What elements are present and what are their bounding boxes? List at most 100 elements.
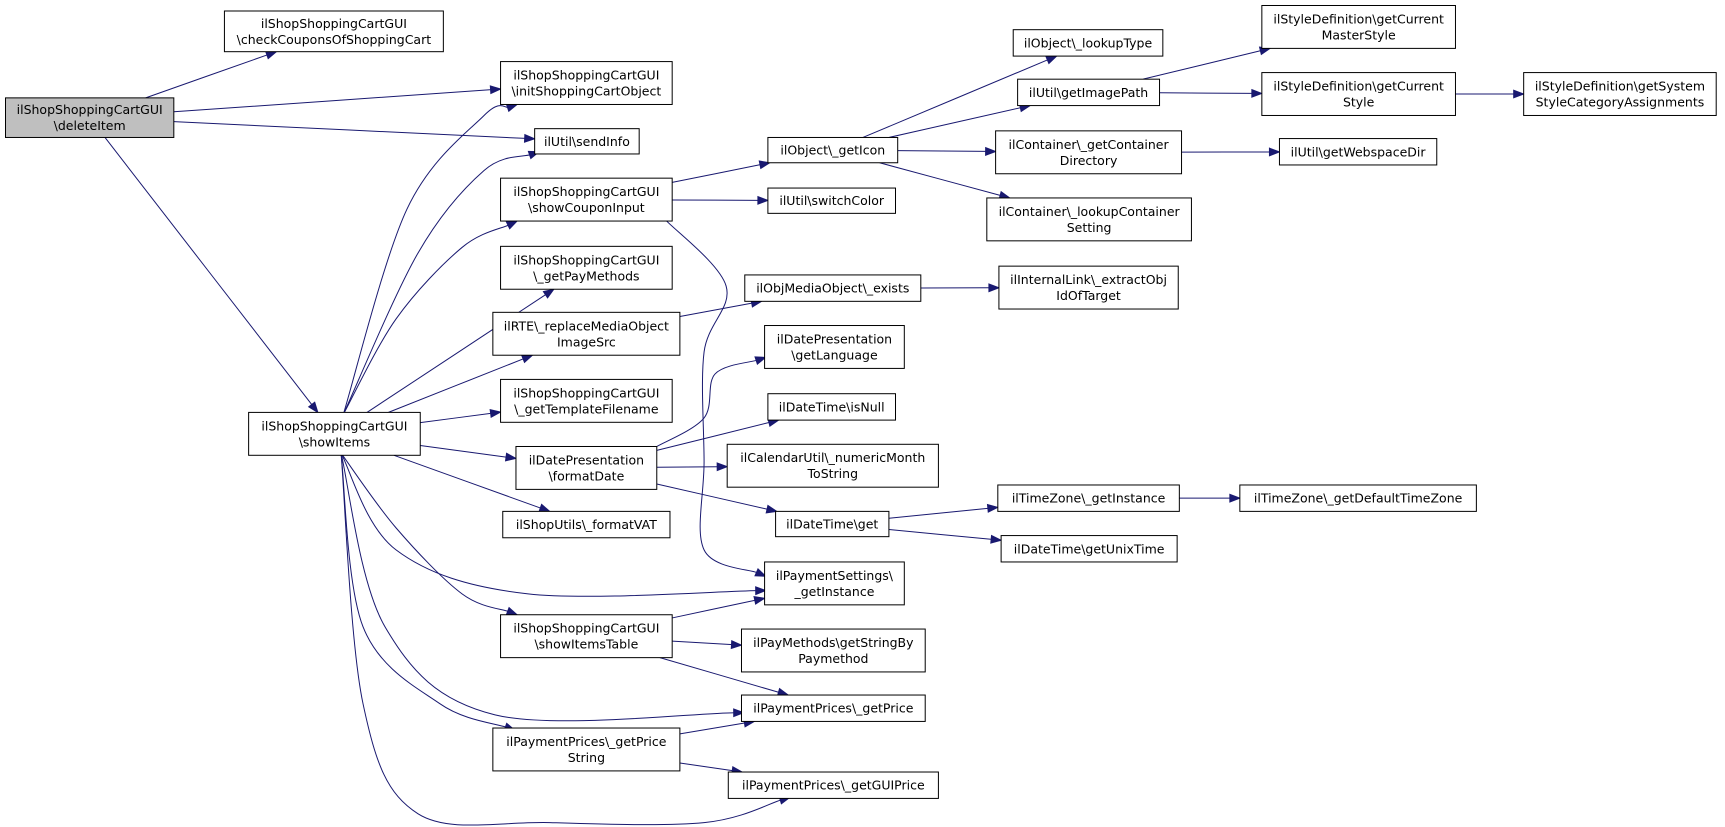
node-label-line: ilShopShoppingCartGUI xyxy=(513,184,659,199)
node-label-line: ilUtil\getImagePath xyxy=(1029,85,1148,100)
node-initCart[interactable]: ilShopShoppingCartGUI\initShoppingCartOb… xyxy=(500,61,673,105)
edge-line xyxy=(340,453,507,728)
node-box xyxy=(223,10,444,53)
edge-line xyxy=(656,421,771,451)
edge-line xyxy=(340,453,782,826)
node-box xyxy=(534,128,640,155)
node-defaultTZ[interactable]: ilTimeZone\_getDefaultTimeZone xyxy=(1239,484,1477,512)
node-box xyxy=(1012,29,1164,57)
edge-showItemsTable-to-getStringBy xyxy=(672,640,743,650)
node-getPayMethods[interactable]: ilShopShoppingCartGUI\_getPayMethods xyxy=(500,245,673,290)
arrowhead-icon xyxy=(1229,493,1242,503)
node-getImagePath[interactable]: ilUtil\getImagePath xyxy=(1017,78,1161,107)
arrowhead-icon xyxy=(1045,55,1058,65)
arrowhead-icon xyxy=(985,146,998,156)
node-isNull[interactable]: ilDateTime\isNull xyxy=(767,393,897,421)
edge-formatDate-to-dtGet xyxy=(656,483,779,514)
edge-currentStyle-to-styleCat xyxy=(1455,89,1526,99)
node-getPrice[interactable]: ilPaymentPrices\_getPrice xyxy=(740,694,926,722)
arrowhead-icon xyxy=(538,503,552,513)
node-styleCat[interactable]: ilStyleDefinition\getSystemStyleCategory… xyxy=(1523,72,1717,116)
node-showItems[interactable]: ilShopShoppingCartGUI\showItems xyxy=(248,411,421,456)
edge-line xyxy=(1142,50,1262,80)
node-getGUIPrice[interactable]: ilPaymentPrices\_getGUIPrice xyxy=(727,771,939,799)
node-box xyxy=(500,378,673,423)
node-label-line: ilDateTime\getUnixTime xyxy=(1014,541,1165,556)
node-label-line: ilObject\_lookupType xyxy=(1024,35,1153,50)
edge-line xyxy=(879,162,1002,197)
edge-showItems-to-paySettings xyxy=(340,452,768,597)
node-label-line: ToString xyxy=(807,466,858,481)
arrowhead-icon xyxy=(505,103,519,113)
node-sendInfo[interactable]: ilUtil\sendInfo xyxy=(534,128,640,155)
node-checkCoupons[interactable]: ilShopShoppingCartGUI\checkCouponsOfShop… xyxy=(223,10,444,53)
node-showItemsTable[interactable]: ilShopShoppingCartGUI\showItemsTable xyxy=(500,614,673,659)
edge-deleteItem-to-initCart xyxy=(173,85,502,113)
node-label-line: ilContainer\_lookupContainer xyxy=(999,204,1181,219)
node-label-line: MasterStyle xyxy=(1322,27,1396,42)
node-label-line: ilShopUtils\_formatVAT xyxy=(516,517,657,532)
node-box xyxy=(998,265,1179,310)
node-label-line: ilShopShoppingCartGUI xyxy=(513,385,659,400)
node-webspaceDir[interactable]: ilUtil\getWebspaceDir xyxy=(1278,138,1438,166)
node-deleteItem[interactable]: ilShopShoppingCartGUI\deleteItem xyxy=(5,97,175,138)
arrowhead-icon xyxy=(505,606,519,616)
node-label-line: ilRTE\_replaceMediaObject xyxy=(504,318,669,333)
edge-line xyxy=(420,444,508,458)
node-mediaExists[interactable]: ilObjMediaObject\_exists xyxy=(744,274,922,302)
node-getIcon[interactable]: ilObject\_getIcon xyxy=(767,136,899,164)
edge-line xyxy=(393,454,542,509)
edge-line xyxy=(679,302,753,317)
node-box xyxy=(500,61,673,105)
node-showCoupon[interactable]: ilShopShoppingCartGUI\showCouponInput xyxy=(500,177,673,222)
node-box xyxy=(248,411,421,456)
node-box xyxy=(764,561,905,606)
node-formatVAT[interactable]: ilShopUtils\_formatVAT xyxy=(502,510,671,539)
edge-line xyxy=(340,452,735,722)
arrowhead-icon xyxy=(542,288,556,299)
arrowhead-icon xyxy=(504,452,518,462)
edge-line xyxy=(656,466,719,468)
edge-getContainerDir-to-webspaceDir xyxy=(1181,147,1281,157)
arrowhead-icon xyxy=(758,160,772,170)
node-label-line: ilShopShoppingCartGUI xyxy=(17,102,163,117)
node-label-line: ilStyleDefinition\getSystem xyxy=(1535,79,1705,94)
node-box xyxy=(492,311,681,356)
node-getTemplate[interactable]: ilShopShoppingCartGUI\_getTemplateFilena… xyxy=(500,378,673,423)
edge-deleteItem-to-checkCoupons xyxy=(145,50,278,99)
edge-getIcon-to-lookupType xyxy=(862,55,1058,138)
edge-line xyxy=(104,137,313,406)
edge-line xyxy=(679,762,734,772)
edge-line xyxy=(888,528,993,540)
node-paySettings[interactable]: ilPaymentSettings\_getInstance xyxy=(764,561,905,606)
node-lookupType[interactable]: ilObject\_lookupType xyxy=(1012,29,1164,57)
node-tzGetInstance[interactable]: ilTimeZone\_getInstance xyxy=(997,484,1180,512)
edge-line xyxy=(340,452,509,613)
node-box xyxy=(727,771,939,799)
node-label-line: ilPaymentSettings\ xyxy=(776,568,894,583)
node-box xyxy=(500,614,673,659)
node-label-line: ilObjMediaObject\_exists xyxy=(756,281,909,296)
edge-line xyxy=(672,640,733,646)
arrowhead-icon xyxy=(489,408,502,418)
edge-line xyxy=(656,483,769,510)
edge-showItems-to-formatDate xyxy=(420,444,518,462)
node-switchColor[interactable]: ilUtil\switchColor xyxy=(767,187,897,214)
node-getLanguage[interactable]: ilDatePresentation\getLanguage xyxy=(764,325,905,369)
edge-showItemsTable-to-paySettings xyxy=(672,596,766,619)
edge-line xyxy=(145,54,269,99)
node-getUnixTime[interactable]: ilDateTime\getUnixTime xyxy=(1000,535,1178,563)
node-formatDate[interactable]: ilDatePresentation\formatDate xyxy=(515,445,658,490)
node-dtGet[interactable]: ilDateTime\get xyxy=(775,510,890,538)
edge-deleteItem-to-sendInfo xyxy=(173,121,537,143)
node-label-line: ilPaymentPrices\_getPrice xyxy=(506,734,666,749)
